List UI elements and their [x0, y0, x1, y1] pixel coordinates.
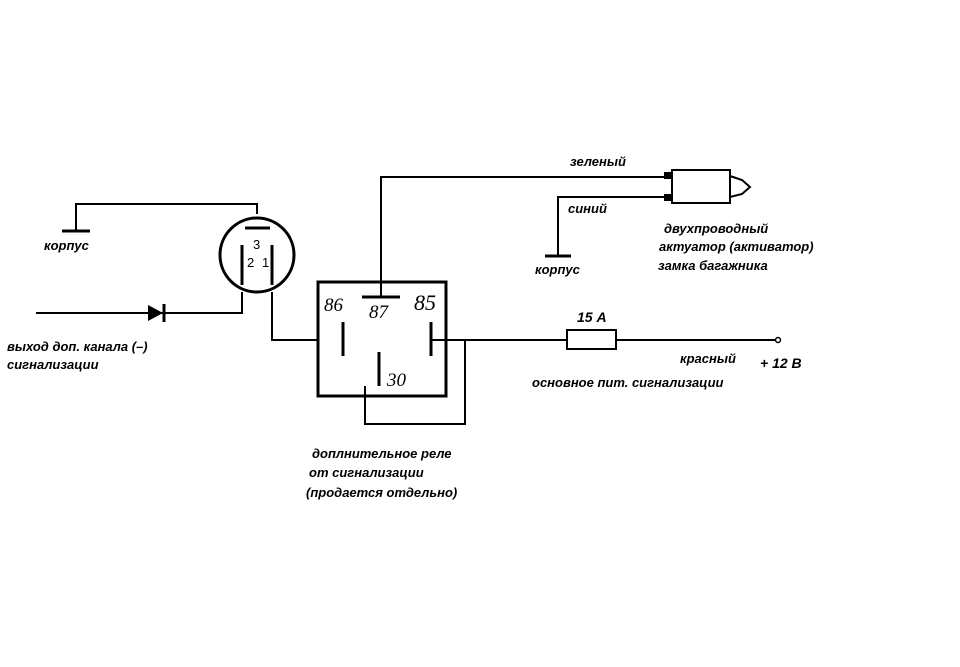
- relay-pin-87: 87: [369, 302, 390, 323]
- output-label-line2: сигнализации: [7, 357, 99, 372]
- output-label-line1: выход доп. канала (–): [7, 339, 148, 354]
- ground-right-label: корпус: [535, 262, 581, 277]
- connector-pin-1: 1: [262, 255, 269, 270]
- green-wire: [380, 176, 672, 297]
- connector-pin-2: 2: [247, 255, 254, 270]
- relay-pin-30: 30: [386, 370, 407, 391]
- relay-label-line2: от сигнализации: [309, 465, 424, 480]
- relay-pin-85: 85: [414, 290, 436, 315]
- diode-line: [36, 292, 243, 322]
- round-connector: [218, 216, 296, 294]
- ground-left-label: корпус: [44, 238, 90, 253]
- relay-label-line3: (продается отдельно): [306, 485, 457, 500]
- wire-30-loop: [364, 340, 466, 425]
- diode-icon: [148, 305, 163, 321]
- red-wire-label: красный: [680, 351, 736, 366]
- blue-wire-label: синий: [568, 201, 607, 216]
- main-power-label: основное пит. сигнализации: [532, 375, 724, 390]
- green-wire-label: зеленый: [570, 154, 626, 169]
- terminal-icon: [774, 336, 782, 344]
- actuator-label-line1: двухпроводный: [664, 221, 768, 236]
- actuator-label-line3: замка багажника: [658, 258, 768, 273]
- relay-label-line1: доплнительное реле: [312, 446, 452, 461]
- relay-pin-86: 86: [324, 295, 344, 316]
- blue-wire: [557, 196, 672, 255]
- fuse-label: 15 А: [577, 309, 607, 325]
- actuator-label-line2: актуатор (активатор): [659, 239, 814, 254]
- connector-pin-3: 3: [253, 237, 260, 252]
- fuse-icon: [566, 329, 617, 350]
- left-ground-wire: [62, 203, 258, 233]
- plus12-label: + 12 В: [760, 355, 802, 371]
- actuator-icon: [664, 169, 752, 204]
